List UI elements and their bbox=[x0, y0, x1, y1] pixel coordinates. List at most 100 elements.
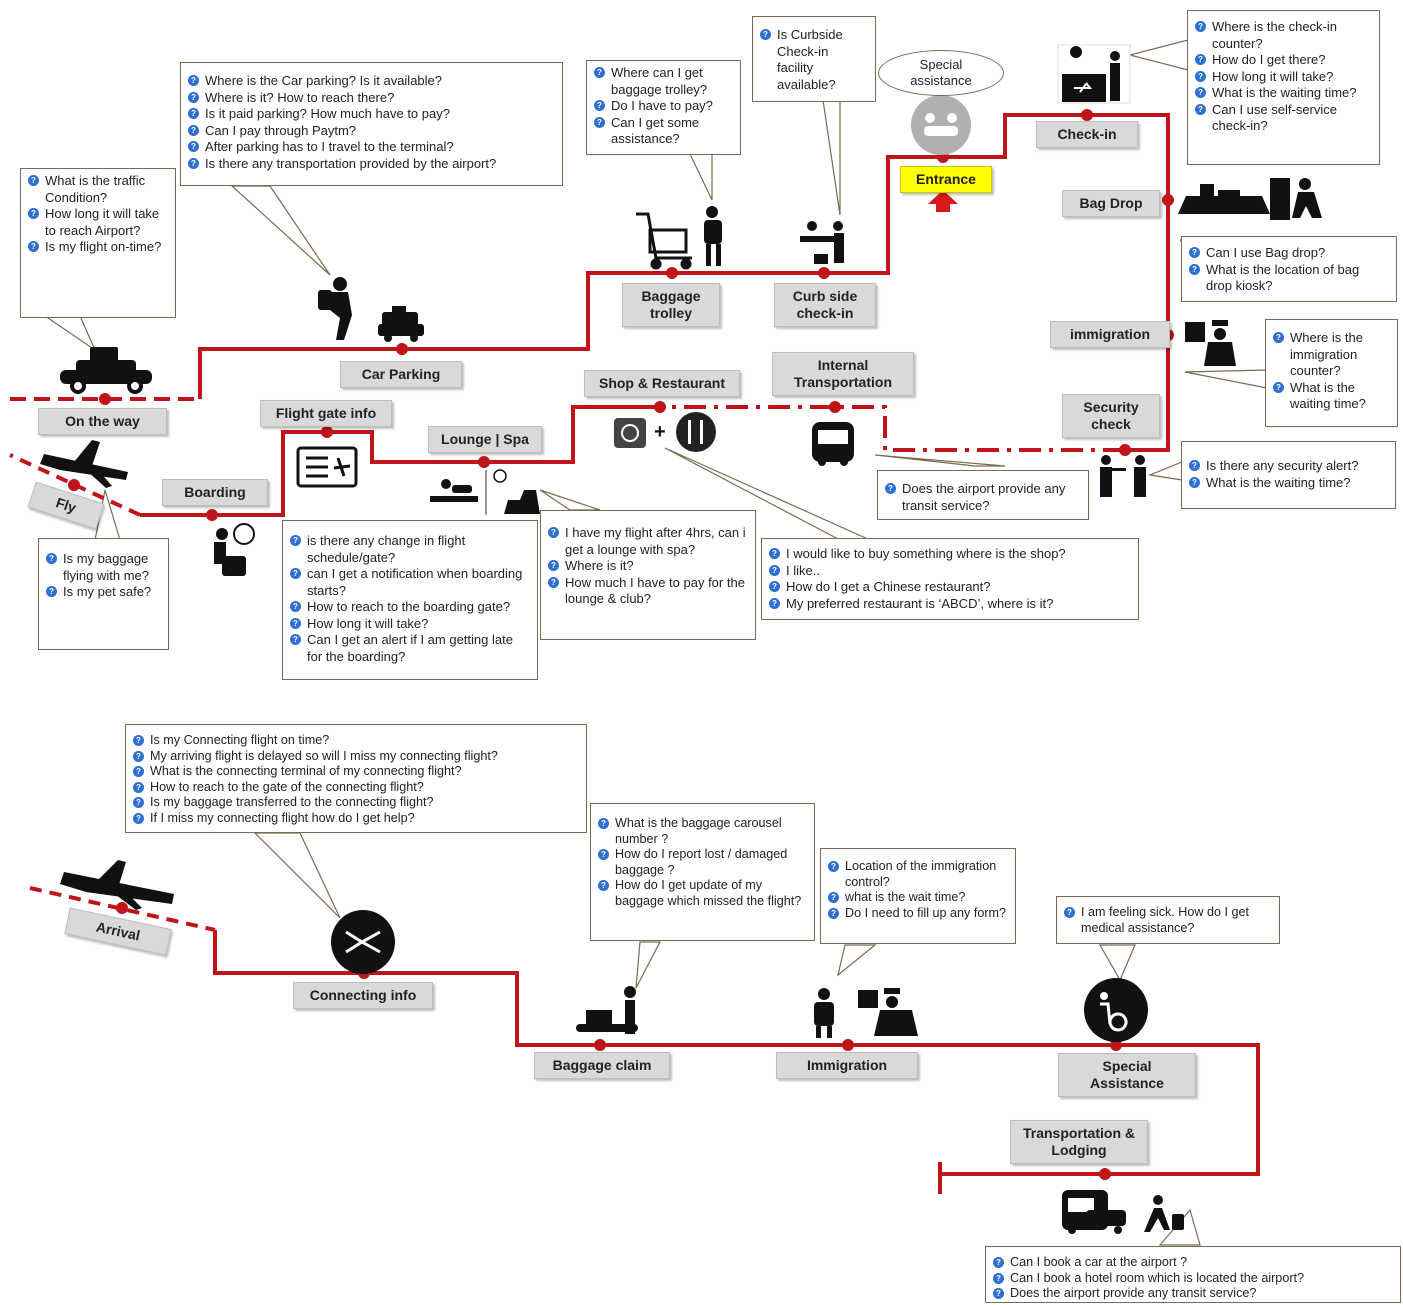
airplane-icon bbox=[60, 860, 174, 910]
callout-baggage-trolley: Where can I get baggage trolley? Do I ha… bbox=[586, 60, 741, 155]
stage-lounge-spa: Lounge | Spa bbox=[428, 426, 542, 453]
immigration-officer-icon bbox=[1185, 320, 1236, 366]
callout-transportation: Can I book a car at the airport ? Can I … bbox=[985, 1246, 1401, 1303]
stage-curb-side-checkin: Curb side check-in bbox=[774, 283, 876, 327]
special-assistance-oval: Special assistance bbox=[878, 50, 1004, 96]
question-item: Is my baggage flying with me? bbox=[45, 551, 160, 584]
question-item: How to reach to the boarding gate? bbox=[289, 599, 529, 616]
path-nodes bbox=[68, 109, 1174, 1180]
departure-path bbox=[9, 113, 1170, 517]
stage-immigration-arrival: Immigration bbox=[776, 1052, 918, 1079]
shopping-bag-icon: + bbox=[614, 418, 666, 448]
callout-immigration-arrival: Location of the immigration control? wha… bbox=[820, 848, 1016, 944]
security-guard-icon bbox=[1100, 455, 1146, 497]
question-item: My arriving flight is delayed so will I … bbox=[132, 749, 578, 765]
question-item: Can I book a car at the airport ? bbox=[992, 1255, 1392, 1271]
callout-special-assistance: I am feeling sick. How do I get medical … bbox=[1056, 896, 1280, 944]
car-icon bbox=[60, 347, 152, 394]
question-item: can I get a notification when boarding s… bbox=[289, 566, 529, 599]
arrival-path bbox=[29, 886, 1260, 1194]
question-item: How do I get a Chinese restaurant? bbox=[768, 579, 1130, 596]
question-item: Is Curbside Check-in facility available? bbox=[759, 27, 867, 93]
question-item: Is my Connecting flight on time? bbox=[132, 733, 578, 749]
callout-shop: I would like to buy something where is t… bbox=[761, 538, 1139, 620]
question-item: Where is the immigration counter? bbox=[1272, 330, 1389, 380]
question-item: How do I get update of my baggage which … bbox=[597, 878, 806, 909]
question-item: Is there any transportation provided by … bbox=[187, 156, 554, 173]
stage-bag-drop: Bag Drop bbox=[1062, 190, 1160, 217]
stage-shop-restaurant: Shop & Restaurant bbox=[584, 370, 740, 397]
callout-security: Is there any security alert? What is the… bbox=[1181, 441, 1396, 509]
stage-security-check: Security check bbox=[1062, 394, 1160, 438]
stage-transportation-lodging: Transportation & Lodging bbox=[1010, 1120, 1148, 1164]
question-item: Do I need to fill up any form? bbox=[827, 906, 1007, 922]
question-item: How much I have to pay for the lounge & … bbox=[547, 575, 747, 608]
stage-entrance: Entrance bbox=[900, 166, 992, 193]
question-item: Where is the Car parking? Is it availabl… bbox=[187, 73, 554, 90]
stage-check-in: Check-in bbox=[1036, 121, 1138, 148]
question-item: Where is it? bbox=[547, 558, 747, 575]
question-item: Where is the check-in counter? bbox=[1194, 19, 1371, 52]
question-item: Does the airport provide any transit ser… bbox=[884, 481, 1080, 514]
question-item: How do I report lost / damaged baggage ? bbox=[597, 847, 806, 878]
callout-internal-transport: Does the airport provide any transit ser… bbox=[877, 470, 1089, 520]
question-item: is there any change in flight schedule/g… bbox=[289, 533, 529, 566]
question-item: Location of the immigration control? bbox=[827, 859, 1007, 890]
connecting-flights-icon bbox=[331, 910, 395, 974]
question-item: How do I get there? bbox=[1194, 52, 1371, 69]
entrance-arrow-icon bbox=[928, 190, 958, 212]
curbside-checkin-icon bbox=[800, 221, 844, 264]
special-assistance-icon bbox=[911, 95, 971, 155]
callout-check-in: Where is the check-in counter? How do I … bbox=[1187, 10, 1380, 165]
medical-assistance-icon bbox=[1084, 978, 1148, 1042]
question-item: Is my pet safe? bbox=[45, 584, 160, 601]
backpacker-icon bbox=[704, 206, 722, 266]
stage-connecting-info: Connecting info bbox=[293, 982, 433, 1009]
boarding-passenger-icon bbox=[214, 523, 255, 576]
callout-fly: Is my baggage flying with me? Is my pet … bbox=[38, 538, 169, 650]
question-item: What is the baggage carousel number ? bbox=[597, 816, 806, 847]
question-item: I have my flight after 4hrs, can i get a… bbox=[547, 525, 747, 558]
question-item: After parking has to I travel to the ter… bbox=[187, 139, 554, 156]
question-item: My preferred restaurant is ‘ABCD’, where… bbox=[768, 596, 1130, 613]
callout-immigration: Where is the immigration counter? What i… bbox=[1265, 319, 1398, 427]
taxi-icon bbox=[378, 306, 424, 342]
question-item: Can I get an alert if I am getting late … bbox=[289, 632, 529, 665]
callout-lounge: I have my flight after 4hrs, can i get a… bbox=[540, 510, 756, 640]
stage-on-the-way: On the way bbox=[38, 408, 167, 435]
question-item: Where can I get baggage trolley? bbox=[593, 65, 732, 98]
question-item: If I miss my connecting flight how do I … bbox=[132, 811, 578, 827]
question-item: I like.. bbox=[768, 563, 1130, 580]
question-item: How long it will take? bbox=[289, 616, 529, 633]
flight-board-icon bbox=[296, 446, 358, 488]
callout-flight-gate: is there any change in flight schedule/g… bbox=[282, 520, 538, 680]
callout-curbside: Is Curbside Check-in facility available? bbox=[752, 16, 876, 102]
question-item: Is my baggage transferred to the connect… bbox=[132, 795, 578, 811]
stage-baggage-trolley: Baggage trolley bbox=[622, 283, 720, 327]
callout-baggage-claim: What is the baggage carousel number ? Ho… bbox=[590, 803, 815, 941]
question-item: How long it will take to reach Airport? bbox=[27, 206, 167, 239]
lounge-chair-icon bbox=[493, 469, 540, 514]
car-bus-icon bbox=[1062, 1190, 1126, 1234]
stage-special-assistance: Special Assistance bbox=[1058, 1053, 1196, 1097]
callout-on-the-way: What is the traffic Condition? How long … bbox=[20, 168, 176, 318]
bag-drop-icon bbox=[1178, 178, 1322, 220]
stage-car-parking: Car Parking bbox=[340, 361, 462, 388]
massage-icon bbox=[430, 470, 487, 515]
question-item: Can I use self-service check-in? bbox=[1194, 102, 1371, 135]
question-item: Is my flight on-time? bbox=[27, 239, 167, 256]
question-item: What is the waiting time? bbox=[1194, 85, 1371, 102]
stage-flight-gate-info: Flight gate info bbox=[260, 400, 392, 427]
question-item: What is the traffic Condition? bbox=[27, 173, 167, 206]
stage-internal-transportation: Internal Transportation bbox=[772, 352, 914, 396]
question-item: I am feeling sick. How do I get medical … bbox=[1063, 905, 1271, 936]
question-item: I would like to buy something where is t… bbox=[768, 546, 1130, 563]
callout-car-parking: Where is the Car parking? Is it availabl… bbox=[180, 62, 563, 186]
stage-baggage-claim: Baggage claim bbox=[534, 1052, 670, 1079]
question-item: Can I get some assistance? bbox=[593, 115, 732, 148]
callout-bag-drop: Can I use Bag drop? What is the location… bbox=[1181, 236, 1397, 302]
question-item: what is the wait time? bbox=[827, 890, 1007, 906]
question-item: How long it will take? bbox=[1194, 69, 1371, 86]
question-item: Can I book a hotel room which is located… bbox=[992, 1271, 1392, 1287]
walking-traveler-icon bbox=[1144, 1195, 1184, 1232]
